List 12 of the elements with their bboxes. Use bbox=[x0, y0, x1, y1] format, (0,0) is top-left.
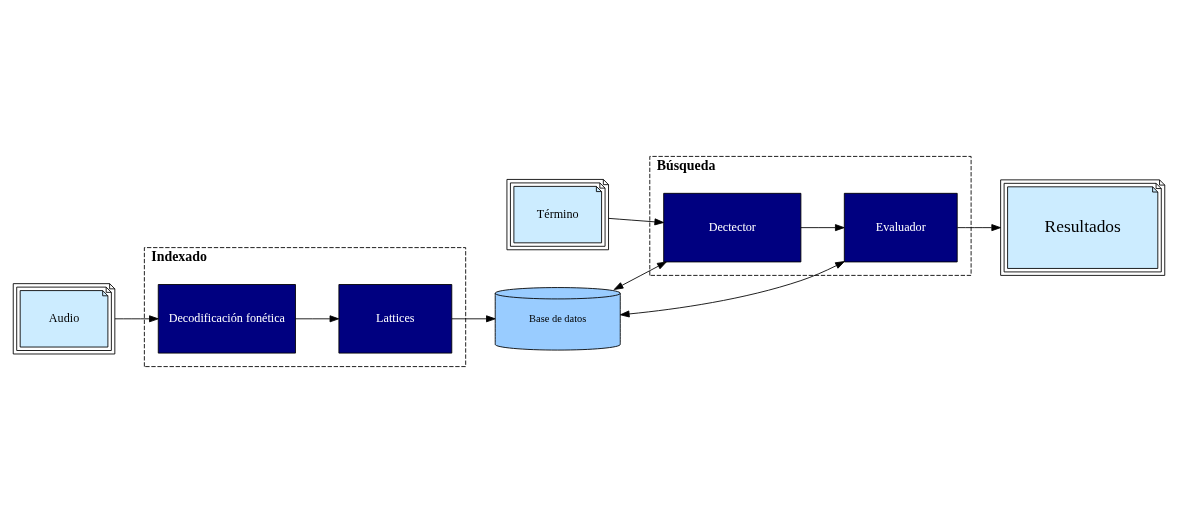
node-box: Lattices bbox=[338, 284, 453, 354]
arrow bbox=[608, 217, 664, 226]
arrow bbox=[956, 224, 1001, 232]
node-box: Decodificación fonética bbox=[157, 284, 296, 354]
arrow bbox=[295, 315, 340, 323]
arrow bbox=[613, 261, 667, 290]
node-box: Evaluador bbox=[843, 192, 958, 263]
arrow bbox=[620, 261, 845, 318]
arrow bbox=[114, 315, 159, 323]
node-box: Dectector bbox=[663, 192, 802, 263]
arrow bbox=[451, 315, 496, 323]
arrow bbox=[800, 224, 845, 232]
